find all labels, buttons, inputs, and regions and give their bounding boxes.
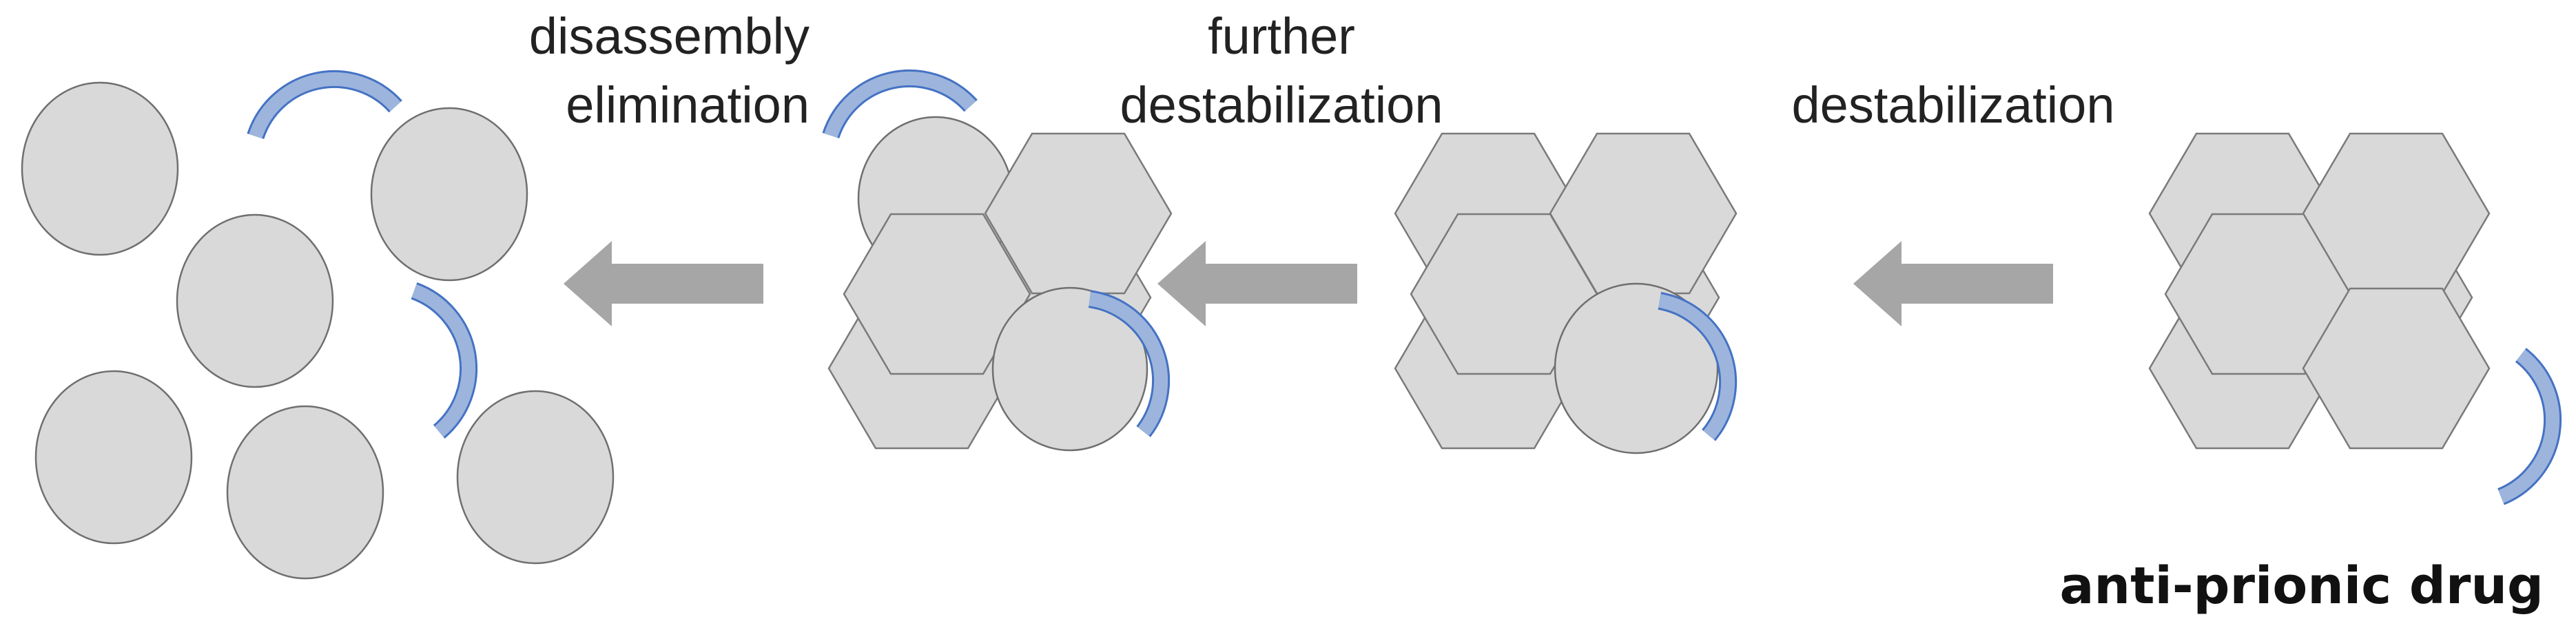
disassembled-monomers xyxy=(21,81,615,580)
destabilized-aggregate xyxy=(1394,132,1738,454)
hexagon-subunit xyxy=(984,132,1173,295)
step-label-destabilization: destabilization xyxy=(1792,76,2115,134)
step-label-elimination: elimination xyxy=(566,76,810,134)
anti-prionic-drug-icon xyxy=(256,58,399,175)
circle-subunit xyxy=(34,370,193,545)
step-label-disassembly: disassembly xyxy=(529,8,810,65)
circle-subunit xyxy=(21,81,179,256)
anti-prionic-drug-icon xyxy=(371,291,491,435)
left-arrow-icon xyxy=(1157,241,1357,326)
circle-subunit xyxy=(370,107,528,282)
circle-subunit xyxy=(176,213,334,388)
circle-subunit xyxy=(991,286,1148,452)
hexagon-subunit xyxy=(2302,287,2491,450)
circle-subunit xyxy=(1554,282,1719,454)
drug-label: anti-prionic drug xyxy=(2059,556,2544,616)
hexagon-subunit xyxy=(843,213,1031,375)
left-arrow-icon xyxy=(1853,241,2053,326)
left-arrow-icon xyxy=(564,241,763,326)
circle-subunit xyxy=(456,390,615,565)
circle-subunit xyxy=(226,405,384,580)
further-destabilized-aggregate xyxy=(827,116,1173,452)
intact-aggregate xyxy=(2148,132,2491,450)
step-label-further: further xyxy=(1208,8,1355,65)
step-label-destabilization-2: destabilization xyxy=(1120,76,1443,134)
